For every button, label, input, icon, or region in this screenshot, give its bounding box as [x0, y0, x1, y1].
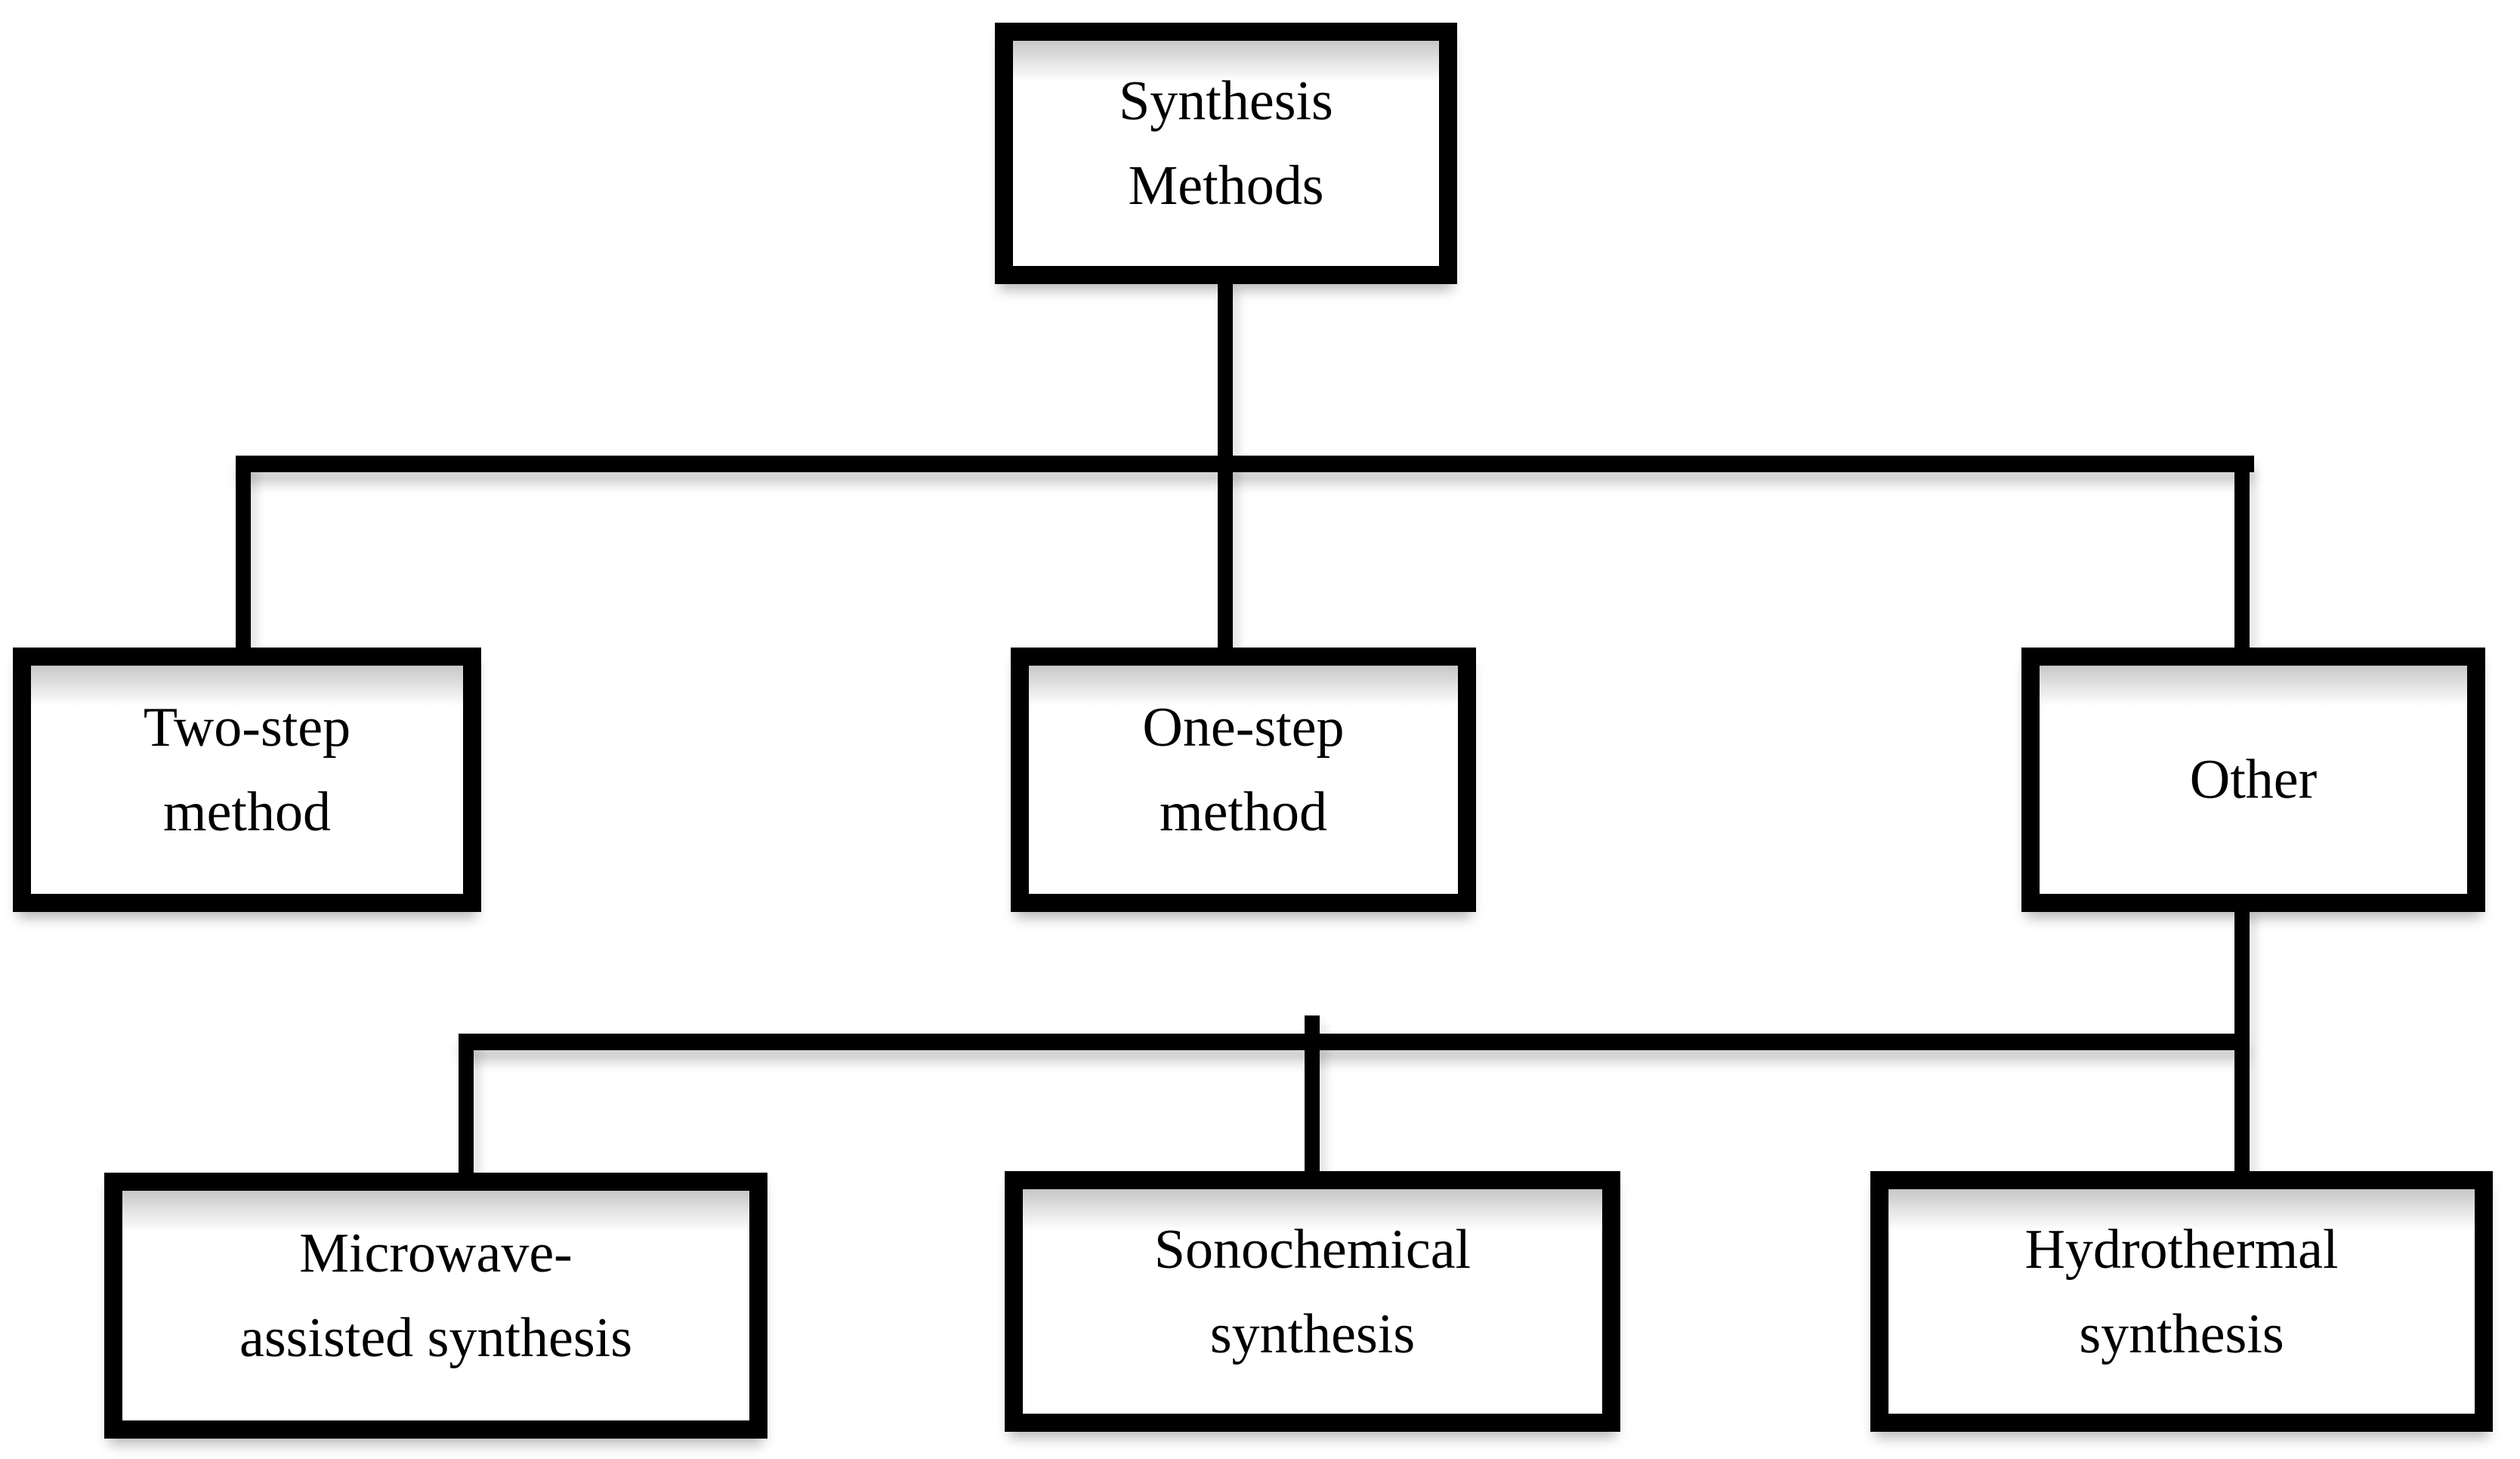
node-microwave-assisted-synthesis: Microwave- assisted synthesis [104, 1173, 767, 1439]
node-label-line: synthesis [2079, 1303, 2284, 1365]
connector-bottom-branch-horizontal [459, 1034, 2250, 1050]
node-label-line: Hydrothermal [2024, 1218, 2339, 1281]
node-label-line: Sonochemical [1153, 1218, 1472, 1281]
connector-drop-two-step [236, 456, 251, 658]
connector-top-branch-horizontal [236, 456, 2254, 472]
connector-drop-sonochemical [1305, 1015, 1320, 1183]
node-label-line: Other [2189, 749, 2318, 811]
node-one-step-method: One-step method [1011, 648, 1476, 912]
node-label-line: Microwave- [299, 1223, 573, 1284]
node-two-step-method: Two-step method [13, 648, 481, 912]
node-synthesis-methods: Synthesis Methods [995, 23, 1457, 284]
node-label-line: Synthesis [1119, 70, 1333, 132]
connector-drop-microwave [459, 1034, 474, 1183]
box-inner-shadow [2040, 666, 2467, 706]
connector-drop-other [2234, 456, 2250, 658]
node-sonochemical-synthesis: Sonochemical synthesis [1005, 1171, 1620, 1432]
node-label-line: method [163, 781, 331, 843]
node-label-line: One-step [1142, 697, 1345, 759]
node-label-line: synthesis [1209, 1303, 1416, 1365]
node-label-line: Methods [1128, 155, 1324, 217]
node-other: Other [2021, 648, 2485, 912]
node-label-line: Two-step [143, 697, 351, 759]
node-label-line: method [1160, 781, 1327, 843]
node-hydrothermal-synthesis: Hydrothermal synthesis [1870, 1171, 2493, 1432]
node-label-line: assisted synthesis [239, 1307, 633, 1369]
